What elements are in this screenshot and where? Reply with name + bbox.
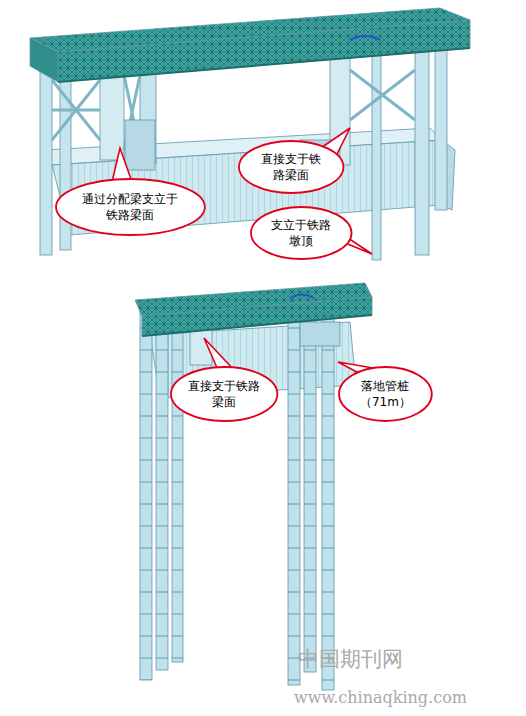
ellipse-outline bbox=[250, 206, 353, 260]
callout-text: 直接支于铁路梁面 bbox=[256, 151, 327, 183]
callout-ellipse: 通过分配梁支立于铁路梁面 bbox=[55, 178, 206, 236]
callout-ellipse: 直接支于铁路梁面 bbox=[170, 366, 278, 422]
callout-ellipse: 落地管桩 （71m） bbox=[338, 366, 433, 422]
ellipse-outline bbox=[170, 366, 278, 422]
watermark: 中国期刊网 bbox=[298, 645, 403, 673]
ellipse-outline bbox=[338, 366, 433, 422]
callout-ellipse: 直接支于铁路梁面 bbox=[238, 140, 344, 194]
callout-text: 通过分配梁支立于铁路梁面 bbox=[79, 191, 181, 223]
watermark: www.chinaqking.com bbox=[294, 688, 467, 707]
callout-text: 支立于铁路墩顶 bbox=[267, 217, 335, 249]
callout-text: 直接支于铁路梁面 bbox=[188, 378, 260, 410]
callout-ellipse: 支立于铁路墩顶 bbox=[250, 206, 353, 260]
ellipse-outline bbox=[55, 178, 206, 236]
ellipse-outline bbox=[238, 140, 344, 194]
callout-text: 落地管桩 （71m） bbox=[354, 378, 417, 410]
